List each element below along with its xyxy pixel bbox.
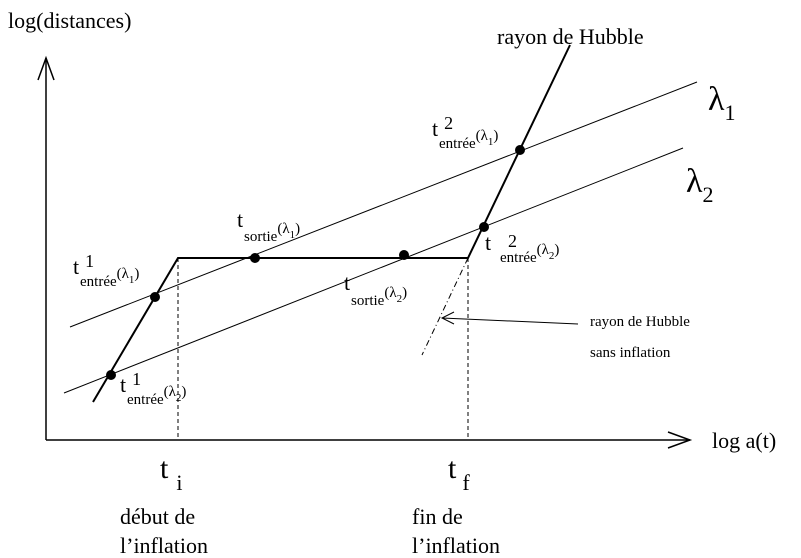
lambda1-line [69, 81, 698, 328]
x-axis-label: log a(t) [712, 428, 776, 453]
label-entree2-lambda2-t: t [485, 230, 491, 255]
lambda2-label: λ2 [686, 163, 714, 207]
hubble-radius-curve [92, 44, 571, 403]
lambda2-line [63, 147, 684, 394]
label-sortie-lambda2: tsortie(λ2) [344, 270, 407, 309]
hubble-no-inflation-line [421, 257, 469, 356]
label-sortie-lambda1: tsortie(λ1) [237, 207, 300, 245]
pointer-arrowhead [440, 311, 455, 325]
pointer-arrow-line [441, 317, 579, 325]
x-axis-arrowhead [667, 431, 693, 449]
lambda1-label: λ1 [708, 81, 736, 125]
point-entree2-lambda1 [515, 145, 525, 155]
point-sortie-lambda1 [250, 253, 260, 263]
point-entree1-lambda2 [106, 370, 116, 380]
point-sortie-lambda2 [399, 250, 409, 260]
axes [37, 55, 693, 449]
caption-start-line1: début de [120, 504, 195, 529]
point-entree1-lambda1 [150, 292, 160, 302]
y-axis-label: log(distances) [8, 8, 131, 33]
y-axis-arrowhead [37, 55, 55, 81]
caption-start-line2: l’inflation [120, 533, 208, 558]
no-inflation-label-line2: sans inflation [590, 345, 671, 361]
caption-end-line1: fin de [412, 504, 463, 529]
caption-end-line2: l’inflation [412, 533, 500, 558]
point-entree2-lambda2 [479, 222, 489, 232]
no-inflation-label-line1: rayon de Hubble [590, 314, 690, 330]
hubble-radius-label: rayon de Hubble [497, 24, 644, 49]
